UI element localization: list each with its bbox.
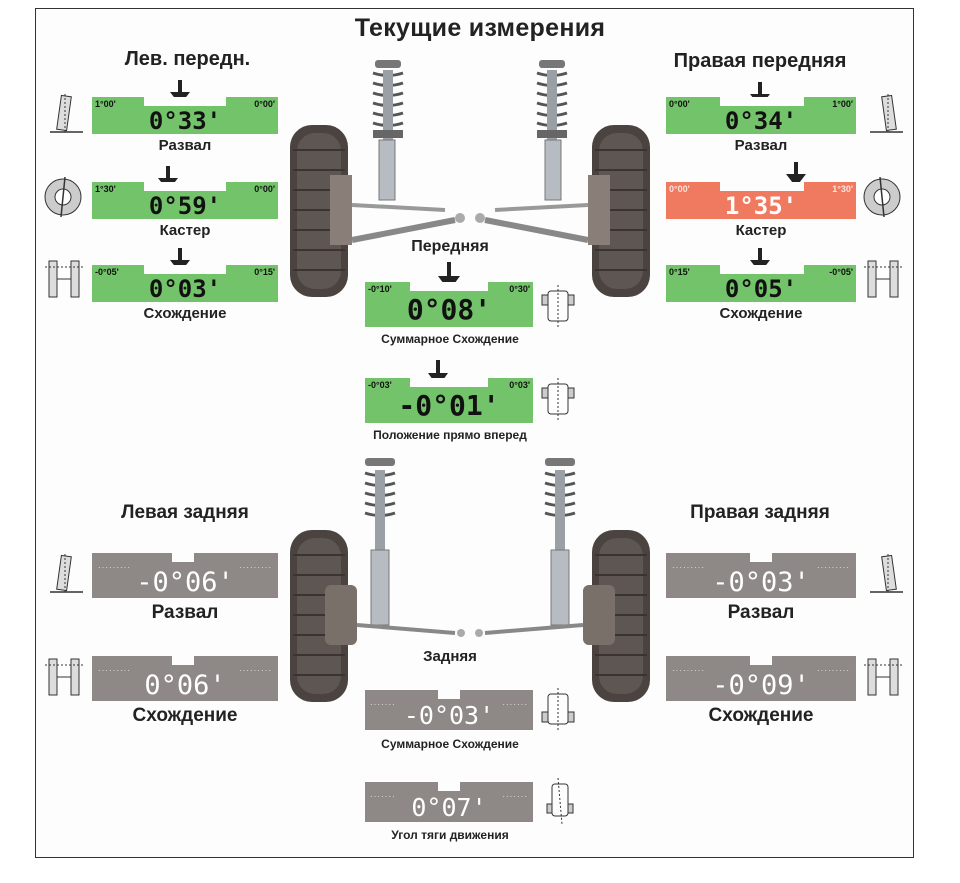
- rr-camber-meter: ·················· -0°03': [666, 553, 856, 598]
- front-axle-label: Передняя: [411, 238, 489, 255]
- rl-camber-value: -0°06': [136, 567, 234, 598]
- rl-toe-meter: ·················· 0°06': [92, 656, 278, 701]
- fr-camber-label: Развал: [734, 137, 788, 154]
- rl-toe-label: Схождение: [132, 705, 238, 726]
- fr-caster-label: Кастер: [735, 222, 787, 239]
- fl-camber-value: 0°33': [148, 107, 222, 134]
- fr-toe-meter: 0°15' -0°05' 0°05': [666, 265, 856, 302]
- caster-wheel-icon: [863, 177, 901, 217]
- fl-caster-meter: 1°30' 0°00' 0°59': [92, 182, 278, 219]
- thrust-angle-label: Угол тяги движения: [391, 828, 509, 842]
- rr-camber-label: Развал: [727, 602, 795, 623]
- fl-toe-meter: -0°05' 0°15' 0°03': [92, 265, 278, 302]
- rear-axle-label: Задняя: [423, 648, 477, 665]
- camber-gauge-icon: [870, 554, 903, 593]
- front-total-toe-meter: -0°10' 0°30' 0°08': [365, 282, 533, 327]
- thrust-line-icon: [546, 778, 574, 824]
- front-left-heading: Лев. передн.: [124, 48, 251, 70]
- fr-toe-label: Схождение: [719, 305, 803, 322]
- fr-toe-value: 0°05': [724, 275, 798, 302]
- rl-camber-label: Развал: [151, 602, 219, 623]
- front-total-toe-label: Суммарное Схождение: [381, 332, 519, 346]
- fl-camber-label: Развал: [158, 137, 212, 154]
- fl-toe-label: Схождение: [143, 305, 227, 322]
- rr-toe-label: Схождение: [708, 705, 814, 726]
- rr-toe-meter: ·················· -0°09': [666, 656, 856, 701]
- steer-ahead-meter: -0°03' 0°03' -0°01': [365, 378, 533, 423]
- rr-toe-value: -0°09': [712, 670, 810, 701]
- rear-left-heading: Левая задняя: [121, 502, 249, 523]
- rear-total-toe-label: Суммарное Схождение: [381, 737, 519, 751]
- rr-camber-value: -0°03': [712, 567, 810, 598]
- thrust-angle-meter: ·············· 0°07': [365, 782, 533, 822]
- toe-gauge-icon: [45, 260, 83, 298]
- caster-wheel-icon: [44, 177, 82, 217]
- toe-gauge-icon: [864, 658, 902, 696]
- toe-gauge-icon: [864, 260, 902, 298]
- steer-ahead-value: -0°01': [398, 389, 500, 422]
- toe-gauge-icon: [45, 658, 83, 696]
- indicator-arrow-icon: [786, 162, 806, 187]
- fl-camber-meter: 1°00' 0°00' 0°33': [92, 97, 278, 134]
- car-outline-icon: [541, 285, 575, 329]
- rear-right-heading: Правая задняя: [690, 502, 830, 523]
- front-right-heading: Правая передняя: [673, 50, 847, 72]
- car-outline-icon: [541, 688, 575, 732]
- fl-caster-value: 0°59': [148, 192, 222, 219]
- front-suspension-image: [290, 60, 650, 297]
- fr-caster-meter: 0°00' 1°30' 1°35': [666, 182, 856, 219]
- camber-gauge-icon: [50, 94, 83, 133]
- rl-camber-meter: ·················· -0°06': [92, 553, 278, 598]
- car-outline-icon: [541, 378, 575, 422]
- front-total-toe-value: 0°08': [406, 293, 492, 326]
- thrust-angle-value: 0°07': [411, 793, 487, 822]
- rear-suspension-image: [290, 458, 650, 702]
- camber-gauge-icon: [50, 554, 83, 593]
- rl-toe-value: 0°06': [144, 670, 226, 701]
- rear-total-toe-value: -0°03': [403, 701, 495, 730]
- fr-camber-value: 0°34': [724, 107, 798, 134]
- fl-caster-label: Кастер: [159, 222, 211, 239]
- fr-caster-value: 1°35': [724, 192, 798, 219]
- camber-gauge-icon: [870, 94, 903, 133]
- fl-toe-value: 0°03': [148, 275, 222, 302]
- fr-camber-meter: 0°00' 1°00' 0°34': [666, 97, 856, 134]
- rear-total-toe-meter: ·············· -0°03': [365, 690, 533, 730]
- steer-ahead-label: Положение прямо вперед: [373, 428, 527, 442]
- page-title: Текущие измерения: [354, 14, 606, 42]
